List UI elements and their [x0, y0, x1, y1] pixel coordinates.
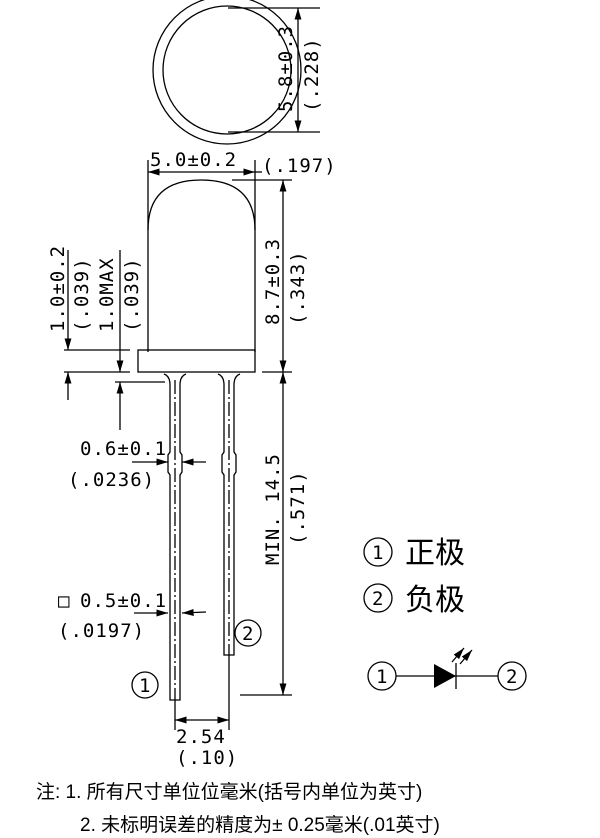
lead-length-label: MIN. 14.5	[262, 453, 284, 565]
diode-triangle	[434, 664, 456, 688]
pin2-marker	[234, 619, 262, 647]
legend-anode-label: 正极	[405, 536, 465, 571]
pitch-label: 2.54	[176, 726, 226, 748]
flange-thickness-inch-label: (.039)	[71, 257, 93, 332]
pin-legend: 1 正极 2 负极	[363, 536, 465, 618]
flange-max-label: 1.0MAX	[96, 257, 118, 332]
note-line-2: 2. 未标明误差的精度为± 0.25毫米(.01英寸)	[80, 815, 440, 836]
lead-size-inch-label: (.0197)	[58, 620, 145, 642]
height-inch-label: (.343)	[287, 250, 309, 325]
kink-width-label: 0.6±0.1	[80, 438, 167, 460]
pitch-inch-label: (.10)	[176, 747, 238, 769]
square-symbol: □	[58, 590, 70, 612]
width-inch-label: (.197)	[262, 155, 337, 177]
diameter-label: 5.8±0.3	[275, 25, 297, 112]
symbol-pin2-number: 2	[506, 666, 518, 688]
pin1-marker	[131, 671, 159, 699]
legend-pin1-number: 1	[372, 542, 384, 564]
leads: 0.6±0.1 (.0236) □ 0.5±0.1 (.0197) MIN. 1…	[58, 372, 309, 769]
lead-size-label: 0.5±0.1	[80, 590, 167, 612]
height-label: 8.7±0.3	[262, 238, 284, 325]
width-label: 5.0±0.2	[150, 149, 237, 171]
lead-length-inch-label: (.571)	[287, 470, 309, 545]
flange-thickness-label: 1.0±0.2	[47, 245, 69, 332]
flange	[137, 349, 256, 373]
led-body: 5.0±0.2 (.197) 8.7±0.3 (.343)	[137, 149, 337, 373]
diameter-inch-label: (.228)	[301, 37, 323, 112]
legend-cathode-label: 负极	[405, 583, 465, 618]
flange-dimensions: 1.0±0.2 (.039) 1.0MAX (.039)	[47, 245, 165, 430]
note-line-1: 注: 1. 所有尺寸单位位毫米(括号内单位为英寸)	[36, 782, 423, 803]
top-view: 5.8±0.3 (.228)	[152, 0, 323, 145]
inner-circle	[162, 5, 292, 135]
pin1-number: 1	[139, 675, 151, 697]
kink-width-inch-label: (.0236)	[68, 469, 155, 491]
symbol-pin1-number: 1	[376, 666, 388, 688]
legend-pin2-number: 2	[372, 588, 384, 610]
led-schematic-symbol: 1 2	[367, 647, 527, 691]
flange-max-inch-label: (.039)	[121, 257, 143, 332]
pin2-number: 2	[242, 623, 254, 645]
